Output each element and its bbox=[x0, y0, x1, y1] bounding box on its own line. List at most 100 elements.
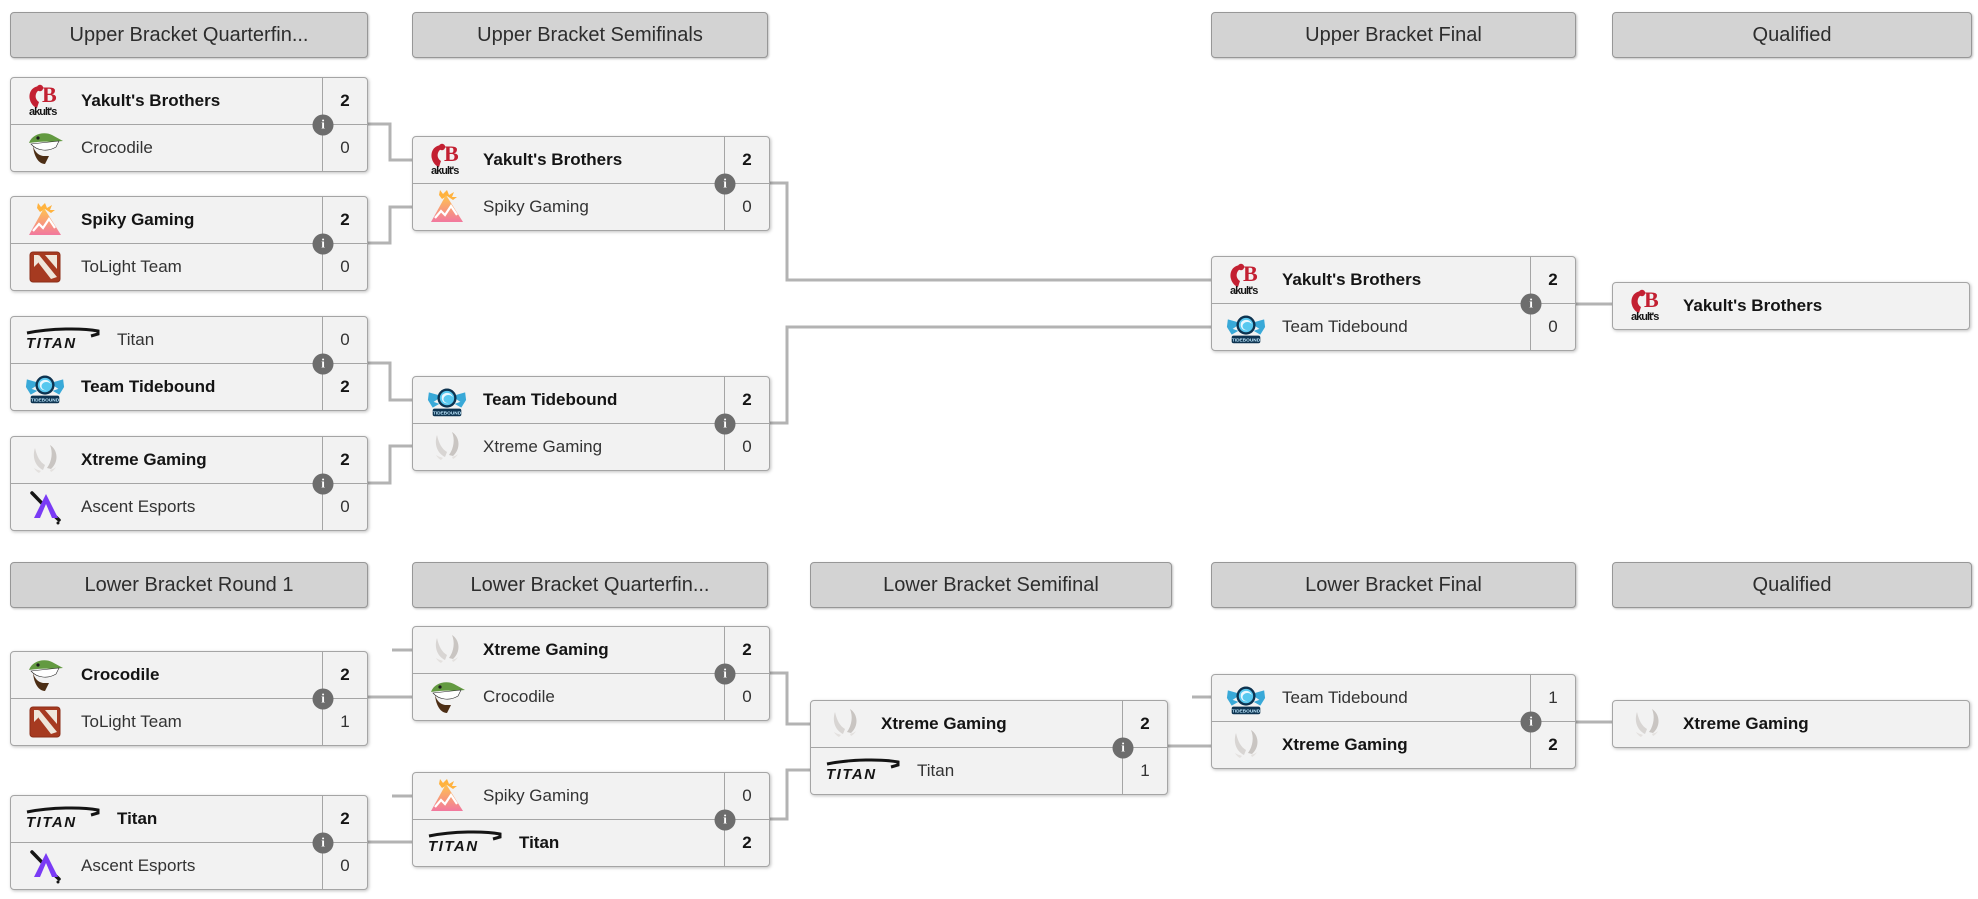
team-score: 2 bbox=[724, 627, 769, 673]
team-row[interactable]: Yakult's Brothers 2 bbox=[413, 137, 769, 184]
round-header-qualified-upper: Qualified bbox=[1612, 12, 1972, 58]
crocodile-logo bbox=[17, 128, 73, 168]
team-name: ToLight Team bbox=[81, 257, 182, 276]
xtreme-gaming-logo bbox=[817, 704, 873, 744]
team-row[interactable]: Titan 2 bbox=[11, 796, 367, 843]
match-info-icon[interactable]: i bbox=[312, 114, 334, 135]
team-row[interactable]: Spiky Gaming 0 bbox=[413, 773, 769, 820]
round-header-ub-quarterfinals: Upper Bracket Quarterfin... bbox=[10, 12, 368, 58]
xtreme-gaming-logo bbox=[17, 440, 73, 480]
match-info-icon[interactable]: i bbox=[1112, 737, 1134, 758]
team-score: 0 bbox=[724, 773, 769, 819]
team-row[interactable]: Spiky Gaming 0 bbox=[413, 184, 769, 230]
team-name: Yakult's Brothers bbox=[483, 150, 623, 169]
team-name: Xtreme Gaming bbox=[483, 437, 603, 456]
qualified-team-name: Xtreme Gaming bbox=[1683, 714, 1809, 733]
team-row[interactable]: Ascent Esports 0 bbox=[11, 484, 367, 530]
round-header-label: Lower Bracket Quarterfin... bbox=[470, 573, 710, 596]
team-row[interactable]: Team Tidebound 1 bbox=[1212, 675, 1575, 722]
team-row[interactable]: Xtreme Gaming 2 bbox=[11, 437, 367, 484]
team-name: Team Tidebound bbox=[81, 377, 216, 396]
match-info-icon[interactable]: i bbox=[312, 233, 334, 254]
team-name: Spiky Gaming bbox=[483, 786, 589, 805]
team-score: 2 bbox=[1530, 722, 1575, 768]
team-name: Xtreme Gaming bbox=[81, 450, 207, 469]
match-info-icon[interactable]: i bbox=[714, 663, 736, 684]
team-row[interactable]: Titan 0 bbox=[11, 317, 367, 364]
team-name: Crocodile bbox=[483, 687, 555, 706]
match-info-icon[interactable]: i bbox=[714, 809, 736, 830]
yakults-brothers-logo bbox=[1218, 260, 1274, 300]
spiky-gaming-logo bbox=[419, 187, 475, 227]
team-score: 2 bbox=[322, 796, 367, 842]
tolight-team-logo bbox=[17, 247, 73, 287]
team-score: 0 bbox=[1530, 304, 1575, 350]
match-info-icon[interactable]: i bbox=[714, 173, 736, 194]
round-header-lb-final: Lower Bracket Final bbox=[1211, 562, 1576, 608]
team-name: Yakult's Brothers bbox=[1282, 270, 1422, 289]
team-row[interactable]: Titan 2 bbox=[413, 820, 769, 866]
team-tidebound-logo bbox=[1218, 306, 1274, 348]
ascent-esports-logo bbox=[17, 846, 73, 886]
team-score: 2 bbox=[724, 137, 769, 183]
team-name: Xtreme Gaming bbox=[1282, 735, 1408, 754]
match-lb-r1m1: Crocodile 2 ToLight Team 1 i bbox=[10, 651, 368, 746]
team-name: Titan bbox=[117, 330, 155, 349]
team-score: 2 bbox=[322, 652, 367, 698]
team-row[interactable]: Crocodile 0 bbox=[11, 125, 367, 171]
qualified-upper-box[interactable]: Yakult's Brothers bbox=[1612, 282, 1970, 330]
spiky-gaming-logo bbox=[17, 200, 73, 240]
team-row[interactable]: Crocodile 0 bbox=[413, 674, 769, 720]
team-name: Team Tidebound bbox=[483, 390, 618, 409]
titan-logo bbox=[17, 327, 109, 353]
team-row[interactable]: Xtreme Gaming 2 bbox=[811, 701, 1167, 748]
team-name: Ascent Esports bbox=[81, 856, 196, 875]
match-info-icon[interactable]: i bbox=[312, 688, 334, 709]
team-row[interactable]: Team Tidebound 2 bbox=[11, 364, 367, 410]
team-row[interactable]: Xtreme Gaming 2 bbox=[1212, 722, 1575, 768]
xtreme-gaming-logo bbox=[419, 427, 475, 467]
match-ub-sf2: Team Tidebound 2 Xtreme Gaming 0 i bbox=[412, 376, 770, 471]
team-score: 0 bbox=[322, 125, 367, 171]
team-row[interactable]: Ascent Esports 0 bbox=[11, 843, 367, 889]
match-info-icon[interactable]: i bbox=[312, 832, 334, 853]
qualified-lower-box[interactable]: Xtreme Gaming bbox=[1612, 700, 1970, 748]
team-name: Spiky Gaming bbox=[483, 197, 589, 216]
round-header-ub-semifinals: Upper Bracket Semifinals bbox=[412, 12, 768, 58]
team-name: Xtreme Gaming bbox=[881, 714, 1007, 733]
match-lb-final: Team Tidebound 1 Xtreme Gaming 2 i bbox=[1211, 674, 1576, 769]
team-score: 0 bbox=[724, 424, 769, 470]
team-row[interactable]: Titan 1 bbox=[811, 748, 1167, 794]
match-info-icon[interactable]: i bbox=[312, 473, 334, 494]
team-row[interactable]: ToLight Team 0 bbox=[11, 244, 367, 290]
round-header-label: Qualified bbox=[1752, 573, 1832, 596]
xtreme-gaming-logo bbox=[1218, 725, 1274, 765]
team-row[interactable]: Yakult's Brothers 2 bbox=[11, 78, 367, 125]
round-header-label: Qualified bbox=[1752, 23, 1832, 46]
team-row[interactable]: Xtreme Gaming 2 bbox=[413, 627, 769, 674]
team-score: 2 bbox=[322, 78, 367, 124]
team-row[interactable]: Yakult's Brothers 2 bbox=[1212, 257, 1575, 304]
titan-logo bbox=[419, 830, 511, 856]
team-row[interactable]: Team Tidebound 0 bbox=[1212, 304, 1575, 350]
team-tidebound-logo bbox=[419, 379, 475, 421]
match-info-icon[interactable]: i bbox=[714, 413, 736, 434]
team-score: 1 bbox=[322, 699, 367, 745]
match-info-icon[interactable]: i bbox=[1520, 293, 1542, 314]
match-info-icon[interactable]: i bbox=[312, 353, 334, 374]
round-header-label: Upper Bracket Quarterfin... bbox=[69, 23, 309, 46]
team-row[interactable]: Crocodile 2 bbox=[11, 652, 367, 699]
crocodile-logo bbox=[17, 655, 73, 695]
team-name: Spiky Gaming bbox=[81, 210, 195, 229]
team-row[interactable]: Xtreme Gaming 0 bbox=[413, 424, 769, 470]
match-info-icon[interactable]: i bbox=[1520, 711, 1542, 732]
team-row[interactable]: Team Tidebound 2 bbox=[413, 377, 769, 424]
team-name: Ascent Esports bbox=[81, 497, 196, 516]
team-row[interactable]: Spiky Gaming 2 bbox=[11, 197, 367, 244]
team-score: 2 bbox=[1530, 257, 1575, 303]
team-tidebound-logo bbox=[17, 366, 73, 408]
team-row[interactable]: ToLight Team 1 bbox=[11, 699, 367, 745]
round-header-qualified-lower: Qualified bbox=[1612, 562, 1972, 608]
ascent-esports-logo bbox=[17, 487, 73, 527]
